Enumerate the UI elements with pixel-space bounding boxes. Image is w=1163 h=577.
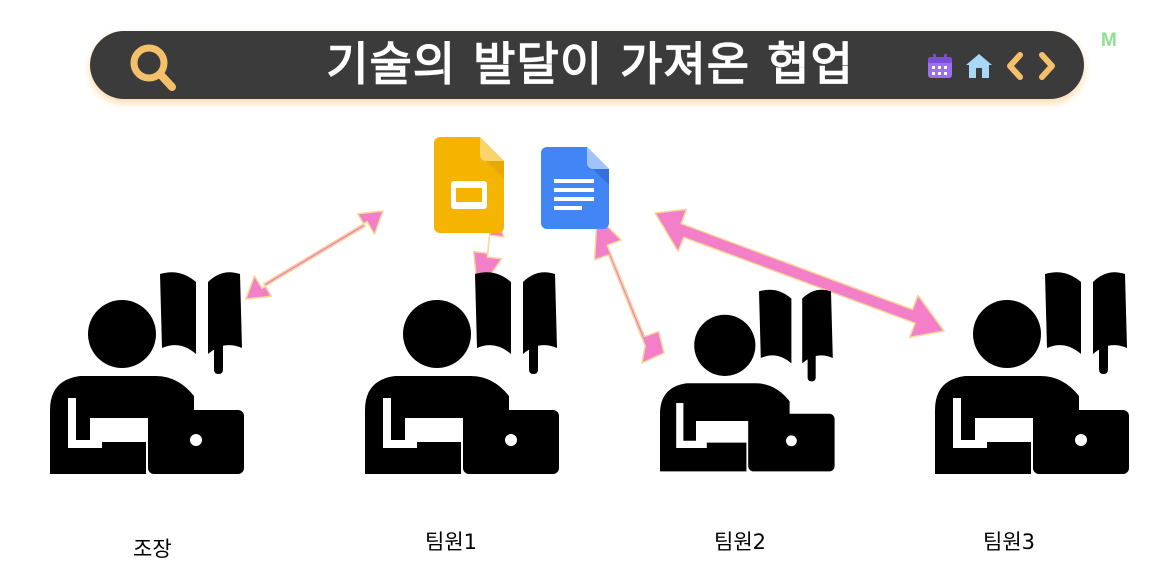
arrow-docs-member2 xyxy=(593,215,665,364)
calendar-icon[interactable] xyxy=(926,52,954,80)
member-label-leader: 조장 xyxy=(133,537,172,561)
member-2-icon xyxy=(660,286,840,484)
chevron-left-icon[interactable] xyxy=(1004,51,1026,81)
arrow-slides-leader xyxy=(245,210,384,300)
member-label-2: 팀원2 xyxy=(714,530,767,554)
member-label-3: 팀원3 xyxy=(983,530,1036,554)
home-icon[interactable] xyxy=(964,52,994,80)
title-bar: 기술의 발달이 가져온 협업 xyxy=(90,31,1084,99)
chevron-right-icon[interactable] xyxy=(1036,51,1058,81)
docs-icon xyxy=(541,147,609,229)
member-label-1: 팀원1 xyxy=(425,530,478,554)
corner-mark: M xyxy=(1101,30,1117,51)
nav-icons xyxy=(916,49,1058,83)
member-leader-icon xyxy=(50,268,250,488)
search-icon[interactable] xyxy=(126,41,182,93)
member-3-icon xyxy=(935,268,1135,488)
page-title: 기술의 발달이 가져온 협업 xyxy=(326,37,854,91)
member-1-icon xyxy=(365,268,565,488)
slides-icon xyxy=(434,137,504,233)
arrow-docs-member3 xyxy=(654,208,945,339)
